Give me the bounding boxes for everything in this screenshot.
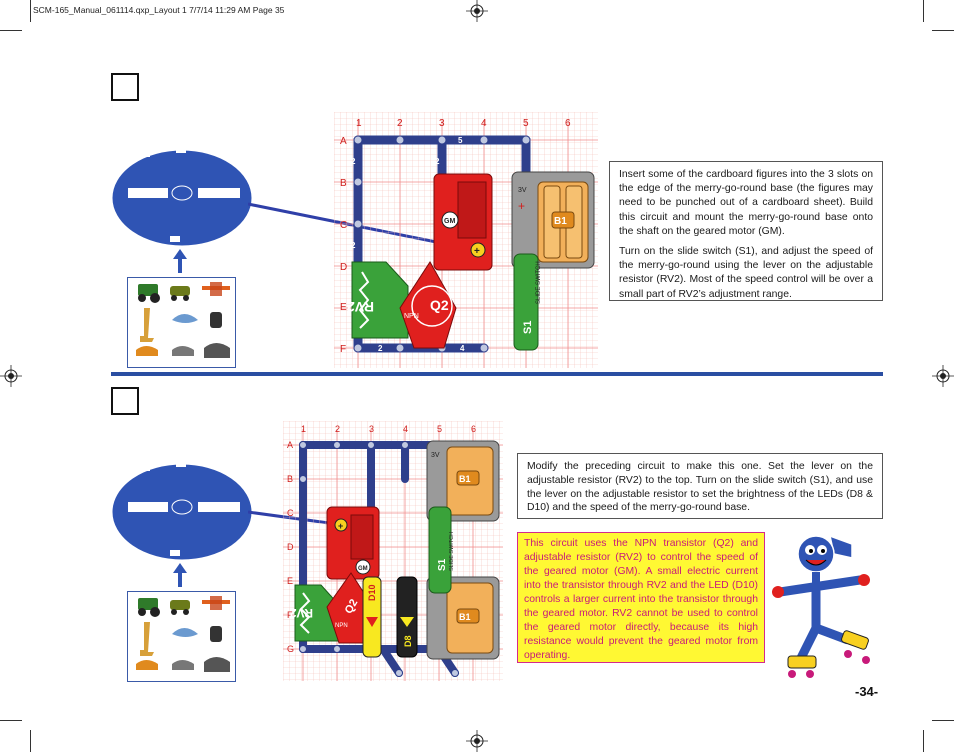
row-label: A [287, 440, 293, 450]
svg-text:+: + [518, 199, 525, 213]
registration-mark-icon [0, 365, 22, 387]
crop-mark [0, 30, 22, 31]
svg-text:SLIDE SWITCH: SLIDE SWITCH [449, 532, 455, 571]
row-label: F [340, 344, 346, 355]
col-label: 6 [565, 118, 571, 129]
row-label: G [287, 644, 294, 654]
col-label: 6 [471, 424, 476, 434]
description-paragraph: Modify the preceding circuit to make thi… [527, 461, 873, 514]
col-label: 2 [397, 118, 403, 129]
col-label: 4 [403, 424, 408, 434]
crop-mark [932, 30, 954, 31]
col-label: 3 [439, 118, 445, 129]
up-arrow-icon [173, 563, 187, 587]
svg-text:B1: B1 [459, 474, 471, 484]
col-label: 3 [369, 424, 374, 434]
page-number: -34- [855, 684, 879, 699]
top-circuit-diagram: 1 2 3 4 5 6 A B C D E F 5 2 2 2 4 2 + GM [334, 112, 598, 368]
cardboard-figures [127, 591, 236, 682]
row-label: C [340, 220, 347, 231]
description-paragraph: Insert some of the cardboard figures int… [619, 169, 873, 237]
col-label: 5 [437, 424, 442, 434]
project-checkbox[interactable] [111, 73, 139, 101]
crop-mark [0, 720, 22, 721]
col-label: 4 [481, 118, 487, 129]
svg-text:GM: GM [358, 566, 368, 572]
file-slug: SCM-165_Manual_061114.qxp_Layout 1 7/7/1… [33, 5, 285, 15]
svg-text:4: 4 [460, 344, 465, 353]
col-label: 5 [523, 118, 529, 129]
bottom-circuit-diagram: 1 2 3 4 5 6 A B C D E F G B1 3V B1 3V S1… [283, 421, 503, 681]
row-label: F [287, 610, 293, 620]
resistor-label: RV2 [347, 299, 374, 315]
switch-label: S1 [522, 321, 534, 334]
row-label: D [340, 262, 347, 273]
svg-text:NPN: NPN [404, 313, 419, 320]
col-label: 1 [356, 118, 362, 129]
row-label: B [287, 474, 293, 484]
merry-go-round-base-icon [111, 463, 253, 561]
crop-mark [923, 730, 924, 752]
svg-text:S1: S1 [437, 558, 448, 571]
svg-text:3V: 3V [518, 187, 527, 194]
svg-text:D8: D8 [403, 635, 413, 647]
svg-text:2: 2 [351, 241, 356, 250]
cardboard-figures [127, 277, 236, 368]
row-label: A [340, 136, 347, 147]
bottom-description-box: Modify the preceding circuit to make thi… [517, 453, 883, 519]
crop-mark [30, 0, 31, 22]
registration-mark-icon [466, 730, 488, 752]
crop-mark [932, 720, 954, 721]
row-label: E [340, 302, 347, 313]
svg-text:SLIDE SWITCH: SLIDE SWITCH [536, 261, 542, 304]
row-label: D [287, 542, 294, 552]
project-checkbox[interactable] [111, 387, 139, 415]
motor-label: GM [444, 218, 455, 225]
battery-label: B1 [554, 216, 567, 227]
crop-mark [923, 0, 924, 22]
svg-text:B1: B1 [459, 612, 471, 622]
svg-text:NPN: NPN [335, 623, 348, 629]
svg-text:+: + [338, 521, 343, 531]
merry-go-round-base-icon [111, 149, 253, 247]
registration-mark-icon [466, 0, 488, 22]
svg-text:5: 5 [458, 136, 463, 145]
svg-text:3V: 3V [431, 452, 440, 459]
up-arrow-icon [173, 249, 187, 273]
col-label: 2 [335, 424, 340, 434]
registration-mark-icon [932, 365, 954, 387]
mascot-character-icon [772, 534, 870, 678]
svg-text:2: 2 [378, 344, 383, 353]
row-label: B [340, 178, 347, 189]
svg-text:2: 2 [435, 157, 440, 166]
svg-text:RV2: RV2 [290, 606, 313, 620]
svg-text:D10: D10 [367, 584, 377, 601]
row-label: C [287, 508, 294, 518]
col-label: 1 [301, 424, 306, 434]
top-description-box: Insert some of the cardboard figures int… [609, 161, 883, 301]
crop-mark [30, 730, 31, 752]
section-divider [111, 372, 883, 376]
svg-text:+: + [474, 246, 480, 257]
description-paragraph: Turn on the slide switch (S1), and adjus… [619, 246, 873, 300]
svg-text:2: 2 [351, 157, 356, 166]
row-label: E [287, 576, 293, 586]
explanation-note: This circuit uses the NPN transistor (Q2… [517, 532, 765, 663]
transistor-label: Q2 [430, 297, 449, 313]
